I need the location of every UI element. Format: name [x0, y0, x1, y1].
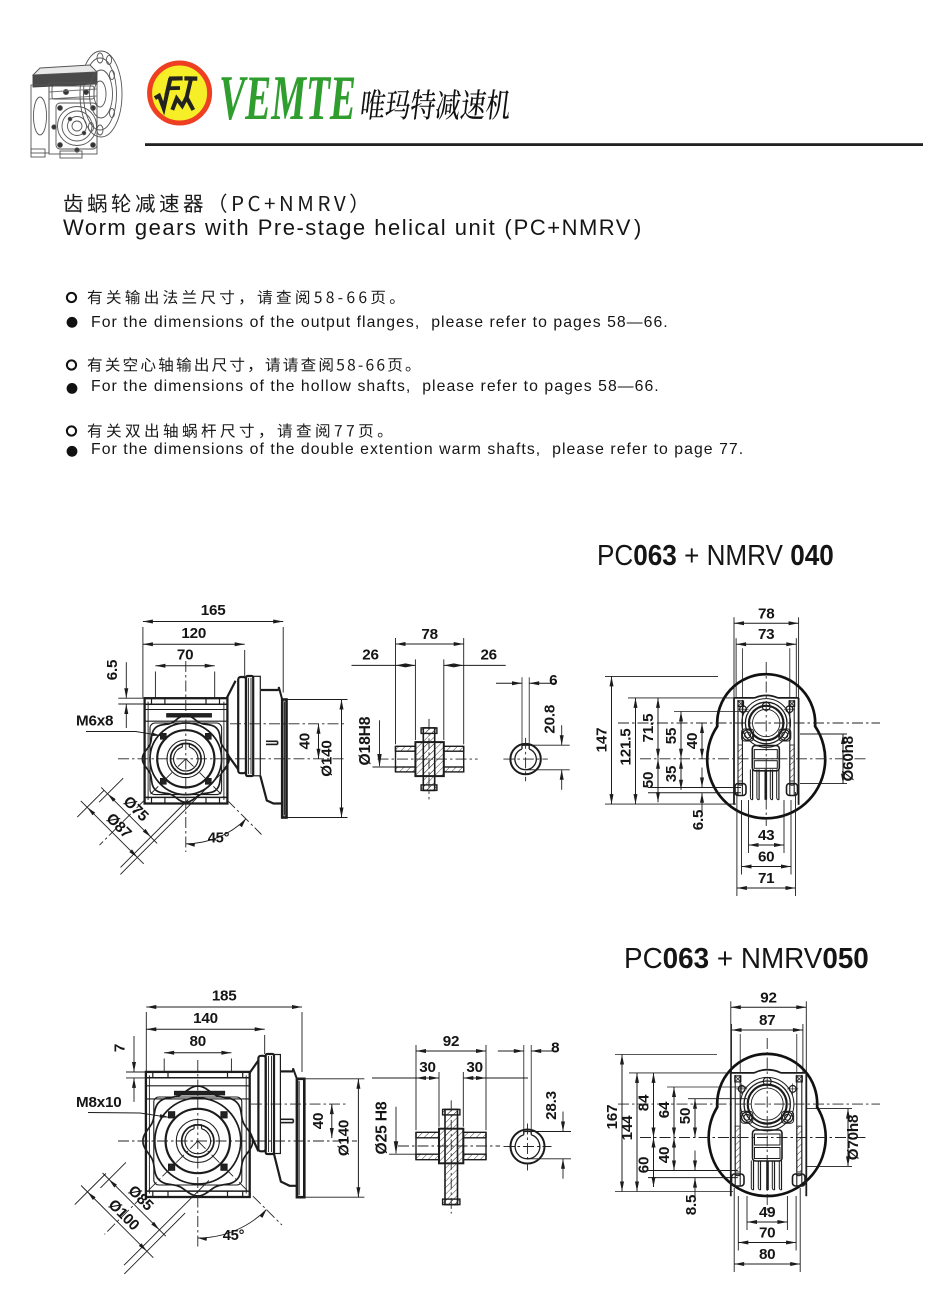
- svg-text:Ø70h8: Ø70h8: [845, 1115, 862, 1160]
- svg-text:92: 92: [443, 1033, 460, 1050]
- svg-text:28.3: 28.3: [543, 1091, 560, 1120]
- svg-text:6: 6: [549, 672, 557, 689]
- svg-text:70: 70: [759, 1225, 776, 1242]
- svg-text:140: 140: [193, 1010, 218, 1027]
- svg-text:60: 60: [636, 1157, 653, 1174]
- svg-text:20.8: 20.8: [542, 705, 559, 734]
- svg-text:M6x8: M6x8: [76, 712, 113, 729]
- svg-text:40: 40: [310, 1113, 327, 1130]
- svg-text:8: 8: [551, 1040, 559, 1057]
- svg-text:121.5: 121.5: [618, 728, 635, 766]
- svg-text:78: 78: [421, 626, 438, 643]
- svg-text:26: 26: [480, 646, 497, 663]
- svg-text:Ø18H8: Ø18H8: [357, 716, 374, 765]
- svg-text:26: 26: [362, 646, 379, 663]
- svg-text:40: 40: [684, 733, 701, 750]
- svg-text:40: 40: [656, 1147, 673, 1164]
- svg-text:185: 185: [212, 988, 237, 1005]
- svg-text:Ø140: Ø140: [319, 740, 336, 776]
- svg-text:50: 50: [677, 1108, 694, 1125]
- svg-text:73: 73: [758, 626, 775, 643]
- svg-text:43: 43: [758, 827, 775, 844]
- svg-text:80: 80: [759, 1246, 776, 1263]
- svg-text:45°: 45°: [208, 831, 230, 847]
- svg-text:30: 30: [466, 1059, 483, 1076]
- svg-text:40: 40: [297, 733, 314, 750]
- svg-text:55: 55: [663, 727, 680, 744]
- svg-text:167: 167: [604, 1105, 621, 1130]
- svg-text:Ø60h8: Ø60h8: [840, 736, 857, 781]
- svg-text:144: 144: [619, 1115, 636, 1140]
- svg-text:71: 71: [758, 870, 775, 887]
- svg-text:60: 60: [758, 849, 775, 866]
- svg-text:Ø25 H8: Ø25 H8: [374, 1101, 391, 1154]
- svg-text:45°: 45°: [223, 1228, 245, 1244]
- svg-text:50: 50: [640, 772, 657, 789]
- svg-text:30: 30: [419, 1059, 436, 1076]
- svg-text:84: 84: [636, 1094, 653, 1111]
- svg-text:6.5: 6.5: [690, 809, 707, 830]
- svg-text:87: 87: [759, 1012, 776, 1029]
- svg-text:8.5: 8.5: [683, 1194, 700, 1215]
- svg-text:147: 147: [594, 728, 611, 753]
- svg-text:78: 78: [758, 605, 775, 622]
- svg-text:120: 120: [181, 625, 206, 642]
- svg-text:165: 165: [201, 602, 226, 619]
- svg-text:6.5: 6.5: [104, 659, 121, 680]
- svg-text:49: 49: [759, 1204, 776, 1221]
- svg-text:M8x10: M8x10: [76, 1094, 121, 1111]
- svg-text:70: 70: [177, 646, 194, 663]
- svg-text:Ø140: Ø140: [335, 1120, 352, 1156]
- svg-text:80: 80: [190, 1033, 207, 1050]
- svg-text:64: 64: [656, 1101, 673, 1118]
- svg-text:35: 35: [663, 765, 680, 782]
- svg-text:71.5: 71.5: [640, 713, 657, 743]
- svg-text:7: 7: [112, 1044, 129, 1052]
- svg-text:VEMTE: VEMTE: [219, 62, 356, 133]
- svg-text:92: 92: [760, 989, 777, 1006]
